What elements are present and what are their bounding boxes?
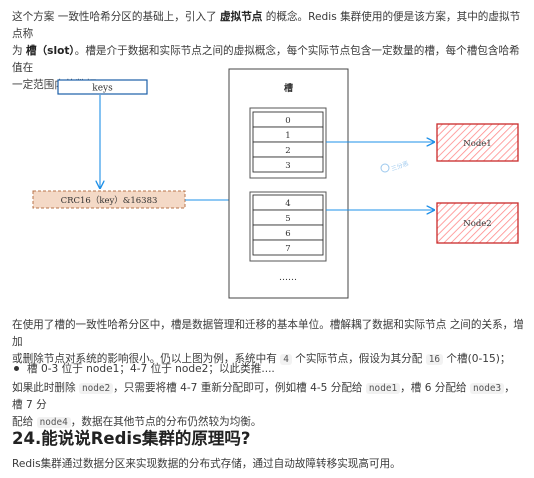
slot-label-3: 3 <box>285 161 290 171</box>
cluster-intro-paragraph: Redis集群通过数据分区来实现数据的分布式存储，通过自动故障转移实现高可用。 <box>12 456 524 473</box>
slot-label-7: 7 <box>285 244 290 254</box>
para3-line2-b: ，数据在其他节点的分布仍然较为均衡。 <box>70 416 262 428</box>
intro-line1-a: 这个方案 一致性哈希分区的基础上，引入了 <box>12 11 221 23</box>
para4-text: Redis集群通过数据分区来实现数据的分布式存储，通过自动故障转移实现高可用。 <box>12 458 401 470</box>
intro-line1-b: 的概念。Redis 集群使用的便是该方案，其中的虚拟节点称 <box>12 11 521 40</box>
slot-label-0: 0 <box>285 116 290 126</box>
crc-label: CRC16（key）&16383 <box>61 195 158 206</box>
para3-line1-c: ，槽 6 分配给 <box>400 382 470 394</box>
node2-box <box>436 202 519 244</box>
node1-label: Node1 <box>463 139 491 149</box>
para2-line2-b: 个实际节点，假设为其分配 <box>291 353 426 365</box>
node1-box <box>436 123 519 162</box>
keys-box <box>57 79 148 95</box>
intro-bold-virtual-node: 虚拟节点 <box>220 11 263 23</box>
slot-title: 槽 <box>284 82 293 94</box>
slot-group-1 <box>249 107 327 179</box>
para3-line2-a: 配给 <box>12 416 37 428</box>
slot-cell-7 <box>252 239 324 256</box>
code-slot-count: 16 <box>425 354 444 365</box>
slot-container <box>228 68 349 299</box>
para3-line1-b: ，只需要将槽 4-7 重新分配即可，例如槽 4-5 分配给 <box>113 382 366 394</box>
slot-explanation-paragraph: 在使用了槽的一致性哈希分区中，槽是数据管理和迁移的基本单位。槽解耦了数据和实际节… <box>12 317 524 368</box>
slot-cell-3 <box>252 156 324 173</box>
watermark-text: 三分恶 <box>390 159 410 173</box>
code-node1: node1 <box>365 383 401 394</box>
code-node3: node3 <box>469 383 505 394</box>
delete-node-paragraph: 如果此时删除 node2，只需要将槽 4-7 重新分配即可，例如槽 4-5 分配… <box>12 380 524 431</box>
para3-line1-a: 如果此时删除 <box>12 382 79 394</box>
code-node4: node4 <box>36 417 71 428</box>
keys-label: keys <box>92 84 113 94</box>
watermark-icon <box>380 163 390 173</box>
para2-line2-c: 个槽(0-15)； <box>443 353 511 365</box>
slot-label-5: 5 <box>285 214 290 224</box>
bullet-text: 槽 0-3 位于 node1；4-7 位于 node2；以此类推.... <box>27 363 275 375</box>
bullet-dot-icon <box>14 366 19 371</box>
slot-ellipsis: …… <box>279 273 297 283</box>
slot-label-4: 4 <box>285 199 290 209</box>
para3-line1-d: ，槽 7 分 <box>12 382 515 411</box>
para2-line1: 在使用了槽的一致性哈希分区中，槽是数据管理和迁移的基本单位。槽解耦了数据和实际节… <box>12 319 524 348</box>
code-node2: node2 <box>78 383 114 394</box>
intro-line2-a: 为 <box>12 45 26 57</box>
section-heading: 24.能说说Redis集群的原理吗? <box>12 429 251 448</box>
intro-line2-b: 。槽是介于数据和实际节点之间的虚拟概念，每个实际节点包含一定数量的槽，每个槽包含… <box>12 45 520 74</box>
list-item: 槽 0-3 位于 node1；4-7 位于 node2；以此类推.... <box>12 361 275 378</box>
slot-diagram: keys CRC16（key）&16383 槽 0 1 2 3 4 5 6 7 <box>32 68 519 299</box>
slot-label-2: 2 <box>285 146 290 156</box>
intro-bold-slot: 槽（slot） <box>25 45 75 57</box>
para2-line2-a: 或删除节点对系统的影响很小。仍以上图为例，系统中有 <box>12 353 281 365</box>
slot-label-1: 1 <box>285 131 290 141</box>
node2-label: Node2 <box>463 219 491 229</box>
slot-group-2 <box>249 191 327 262</box>
code-node-count: 4 <box>280 354 292 365</box>
slot-label-6: 6 <box>285 229 290 239</box>
